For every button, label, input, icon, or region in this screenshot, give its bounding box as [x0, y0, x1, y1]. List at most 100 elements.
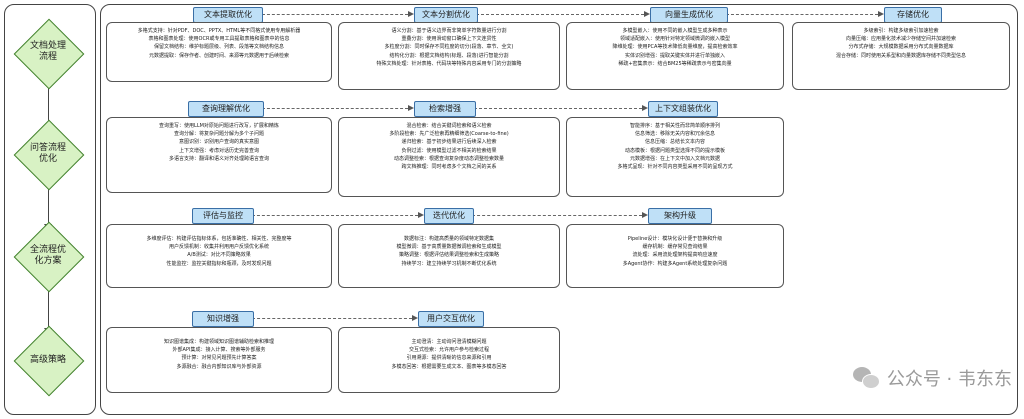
section-title-context-assembly: 上下文组装优化: [648, 101, 718, 117]
section-title-evaluation-monitoring: 评估与监控: [192, 208, 254, 224]
section-box-evaluation-monitoring: 多维度评估：构建评估指标体系，包括准确性、相关性、完整度等 用户反馈机制：收集并…: [106, 224, 332, 288]
stage-connector: [48, 182, 49, 230]
section-line: 查询重写：使用LLM对原始问题进行改写，扩展和精炼: [159, 123, 279, 129]
section-line: 向量压缩：应用量化技术减少存储空间并加速检索: [845, 36, 956, 43]
section-line: 动态模板：根据问题类型选择不同的提示模板: [624, 147, 725, 154]
section-line: 跨文档推理：同时考虑多个文档之间的关系: [401, 164, 497, 171]
section-line: 信息压缩：总结长文本内容: [644, 139, 705, 146]
section-line: 保留文档结构：维护标题层级、列表、段落等文档结构信息: [153, 44, 284, 51]
section-box-query-understanding: 查询重写：使用LLM对原始问题进行改写，扩展和精炼 查询分解：将复杂问题分解为多…: [106, 117, 332, 193]
section-line: 信息筛选：移除无关内容和冗余信息: [634, 131, 715, 138]
section-title-retrieval-enhancement: 检索增强: [414, 101, 476, 117]
section-line: 混合检索：结合关键词检索和语义检索: [406, 123, 492, 129]
section-line: 多模态回答：根据需要生成文本、图表等多模态回答: [391, 363, 507, 370]
stage-label-qa-flow: 问答流程 优化: [29, 143, 66, 164]
section-line: 重叠分割：使用滑动窗口确保上下文连贯性: [401, 36, 497, 43]
section-line: 用户反馈机制：收集并利用用户反馈优化系统: [168, 244, 269, 251]
section-line: 语义分割：基于语义边界而非简单字符数量进行分割: [391, 28, 507, 34]
section-line: 多格式支持：针对PDF、DOC、PPTX、HTML等不同格式使用专用解析器: [137, 28, 301, 34]
section-line: 多语言支持：翻译和语义对齐处理跨语言查询: [168, 155, 269, 162]
section-title-knowledge-enhancement: 知识增强: [192, 311, 254, 327]
flow-connector: [472, 215, 642, 216]
section-line: 主动澄清：主动询问澄清模糊问题: [411, 339, 487, 345]
section-line: 实体识别增强：提取关键实体并进行单独嵌入: [624, 52, 725, 59]
section-line: 递归检索：基于初步结果进行后续深入检索: [401, 139, 497, 146]
section-line: 特殊文档处理：针对表格、代码块等特殊内容采用专门的分割策略: [376, 60, 522, 67]
section-box-text-splitting: 语义分割：基于语义边界而非简单字符数量进行分割 重叠分割：使用滑动窗口确保上下文…: [338, 22, 560, 90]
section-line: 多格式呈现：针对不同内容类型采用不同的呈现方式: [617, 164, 733, 171]
section-line: 分布式存储：大规模数据采用分布式向量数据库: [848, 44, 954, 51]
section-line: 流处理：采用流处理架构提高响应速度: [632, 252, 718, 259]
flow-arrow: [644, 11, 650, 17]
stage-label-full-flow: 全流程优 化方案: [29, 245, 66, 266]
section-line: 缓存机制：缓存常见查询结果: [642, 244, 708, 251]
flow-arrow: [408, 105, 414, 111]
section-line: 混合存储：同时使用关系型和向量数据库存储不同类型信息: [835, 52, 966, 59]
flow-arrow: [412, 315, 418, 321]
flow-arrow: [408, 11, 414, 17]
stage-connector: [48, 282, 49, 334]
flow-arrow: [642, 212, 648, 218]
section-line: 上下文增强：考虑对话历史完善查询: [178, 147, 259, 154]
section-line: A/B测试：对比不同策略效果: [187, 252, 251, 259]
section-line: 动态调整检索：根据查询复杂度动态调整检索数量: [393, 155, 504, 162]
section-line: 持续学习：建立持续学习机制不断优化系统: [401, 260, 497, 267]
section-box-text-extraction: 多格式支持：针对PDF、DOC、PPTX、HTML等不同格式使用专用解析器 表格…: [106, 22, 332, 82]
section-box-context-assembly: 智能排序：基于相关性而非简单顺序排列 信息筛选：移除无关内容和冗余信息 信息压缩…: [566, 117, 784, 197]
section-line: 负例过滤：使用模型过滤不相关的检索结果: [401, 147, 497, 154]
section-line: 领域适配嵌入：使用针对特定领域微调的嵌入模型: [619, 36, 730, 43]
section-line: 交互式检索：允许用户参与检索过程: [408, 347, 489, 354]
section-line: 稀疏+密集表示：结合BM25等稀疏表示与密集向量: [618, 60, 732, 67]
section-line: 知识图谱集成：构建领域知识图谱辅助检索和推理: [163, 339, 274, 345]
stage-label-advanced: 高级策略: [29, 355, 66, 365]
section-line: 查询分解：将复杂问题分解为多个子问题: [173, 131, 264, 138]
section-line: 表格和图表处理：使用OCR或专用工具提取表格和图表中的信息: [148, 36, 290, 43]
flow-connector: [474, 108, 642, 109]
section-line: 智能排序：基于相关性而非简单顺序排列: [629, 123, 720, 129]
section-line: 元数据增强：在上下文中加入文档元数据: [629, 155, 720, 162]
section-line: 模型微调：基于高质量数据微调检索和生成模型: [396, 244, 502, 251]
section-line: 预计算：对常见问题预先计算答案: [181, 355, 257, 362]
section-box-iterative-optimization: 数据标注：构建高质量的领域特定数据集 模型微调：基于高质量数据微调检索和生成模型…: [338, 224, 560, 288]
section-line: 多级索引：构建多级索引加速检索: [863, 28, 939, 34]
flow-arrow: [418, 212, 424, 218]
section-line: Pipeline设计：模块化设计便于替换和升级: [627, 236, 723, 242]
section-box-retrieval-enhancement: 混合检索：结合关键词检索和语义检索 多阶段检索：先广泛检索再精细筛选(Coars…: [338, 117, 560, 197]
flow-connector: [726, 14, 878, 15]
section-line: 数据标注：构建高质量的领域特定数据集: [403, 236, 494, 242]
flow-connector: [262, 14, 408, 15]
section-line: 元数据提取：保存作者、创建时间、来源等元数据用于后续检索: [148, 52, 289, 59]
section-line: 意图识别：识别用户查询的真实意图: [178, 139, 259, 146]
section-title-user-interaction: 用户交互优化: [418, 311, 484, 327]
section-line: 结构化分割：根据文档结构(标题、段落)进行智能分割: [389, 52, 509, 59]
section-line: 多Agent协作：构建多Agent系统处理复杂问题: [622, 260, 728, 267]
section-line: 外部API集成：接入计算、搜索等外部服务: [172, 347, 266, 354]
section-line: 策略调整：根据评估结果调整检索和生成策略: [398, 252, 499, 259]
section-title-vector-generation: 向量生成优化: [650, 7, 728, 23]
section-box-user-interaction: 主动澄清：主动询问澄清模糊问题 交互式检索：允许用户参与检索过程 引用溯源：提供…: [338, 327, 560, 393]
section-box-vector-generation: 多模型嵌入：使用不同的嵌入模型生成多种表示 领域适配嵌入：使用针对特定领域微调的…: [566, 22, 784, 90]
flow-arrow: [642, 105, 648, 111]
section-title-storage: 存储优化: [884, 7, 942, 23]
section-box-storage: 多级索引：构建多级索引加速检索 向量压缩：应用量化技术减少存储空间并加速检索 分…: [792, 22, 1010, 90]
stage-connector: [48, 80, 49, 132]
wechat-icon: [852, 367, 880, 389]
stage-label-doc-processing: 文档处理 流程: [29, 41, 66, 62]
section-title-iterative-optimization: 迭代优化: [424, 208, 474, 224]
watermark: 公众号 · 韦东东: [852, 360, 1012, 396]
section-box-architecture-upgrade: Pipeline设计：模块化设计便于替换和升级 缓存机制：缓存常见查询结果 流处…: [566, 224, 784, 288]
flow-connector: [476, 14, 644, 15]
section-title-text-extraction: 文本提取优化: [193, 7, 263, 23]
section-line: 多维度评估：构建评估指标体系，包括准确性、相关性、完整度等: [146, 236, 292, 242]
section-line: 降维处理：使用PCA等技术降低向量维度，提高检索效率: [612, 44, 738, 51]
flow-arrow: [878, 11, 884, 17]
flow-connector: [262, 108, 408, 109]
section-line: 性能监控：监控关键指标和瓶颈，及时发现问题: [166, 260, 272, 267]
section-title-text-splitting: 文本分割优化: [414, 7, 478, 23]
section-line: 多源融合：融合内部知识库与外部资源: [176, 363, 262, 370]
section-title-query-understanding: 查询理解优化: [188, 101, 264, 117]
section-line: 多粒度分割：同时保存不同粒度的切分(段落、章节、全文): [384, 44, 514, 51]
section-line: 引用溯源：提供清晰的信息来源和引用: [406, 355, 492, 362]
section-line: 多阶段检索：先广泛检索再精细筛选(Coarse-to-fine): [389, 131, 509, 138]
section-line: 多模型嵌入：使用不同的嵌入模型生成多种表示: [622, 28, 728, 34]
